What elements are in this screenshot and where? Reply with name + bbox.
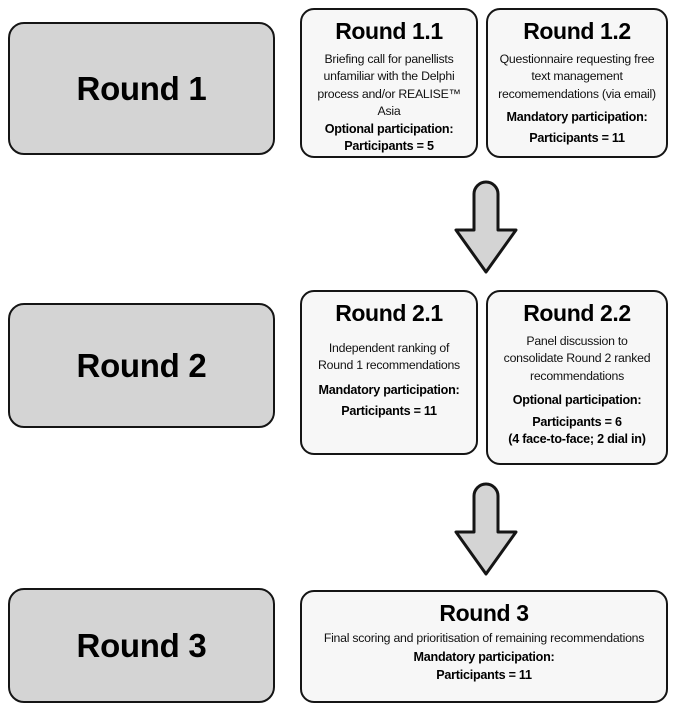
round-label-text: Round 1	[76, 69, 207, 107]
card-description: Panel discussion to consolidate Round 2 …	[503, 333, 651, 383]
card-round-1-1: Round 1.1 Briefing call for panellists u…	[300, 8, 478, 158]
card-participants-count: Participants = 11	[436, 667, 532, 682]
card-participants-count: Participants = 5	[344, 139, 434, 154]
card-participants-count: Participants = 6	[532, 414, 622, 429]
round-label-round-1: Round 1	[8, 22, 275, 155]
card-participants-note: (4 face-to-face; 2 dial in)	[508, 432, 646, 447]
card-participants-count: Participants = 11	[529, 131, 625, 146]
card-description: Questionnaire requesting free text manag…	[498, 51, 656, 101]
arrow-round-2-to-round-3-icon	[454, 482, 518, 576]
card-description: Independent ranking of Round 1 recommend…	[318, 340, 460, 373]
round-label-text: Round 3	[76, 626, 207, 664]
card-round-1-2: Round 1.2 Questionnaire requesting free …	[486, 8, 668, 158]
card-description: Briefing call for panellists unfamiliar …	[317, 51, 461, 119]
card-title: Round 1.1	[335, 18, 443, 44]
card-title: Round 2.2	[523, 300, 631, 326]
card-round-2-1: Round 2.1 Independent ranking of Round 1…	[300, 290, 478, 455]
card-round-2-2: Round 2.2 Panel discussion to consolidat…	[486, 290, 668, 465]
round-label-round-3: Round 3	[8, 588, 275, 703]
card-title: Round 3	[439, 600, 529, 626]
card-participation-type: Mandatory participation:	[413, 650, 555, 665]
card-title: Round 1.2	[523, 18, 631, 44]
card-participation-type: Mandatory participation:	[318, 382, 460, 397]
card-round-3: Round 3 Final scoring and prioritisation…	[300, 590, 668, 703]
card-participation-type: Optional participation:	[512, 393, 642, 408]
card-participation-type: Optional participation:	[324, 121, 454, 136]
round-label-text: Round 2	[76, 346, 207, 384]
arrow-round-1-to-round-2-icon	[454, 180, 518, 274]
card-title: Round 2.1	[335, 300, 443, 326]
card-participants-count: Participants = 11	[341, 404, 437, 419]
round-label-round-2: Round 2	[8, 303, 275, 428]
card-participation-type: Mandatory participation:	[506, 110, 648, 125]
card-description: Final scoring and prioritisation of rema…	[323, 630, 645, 645]
